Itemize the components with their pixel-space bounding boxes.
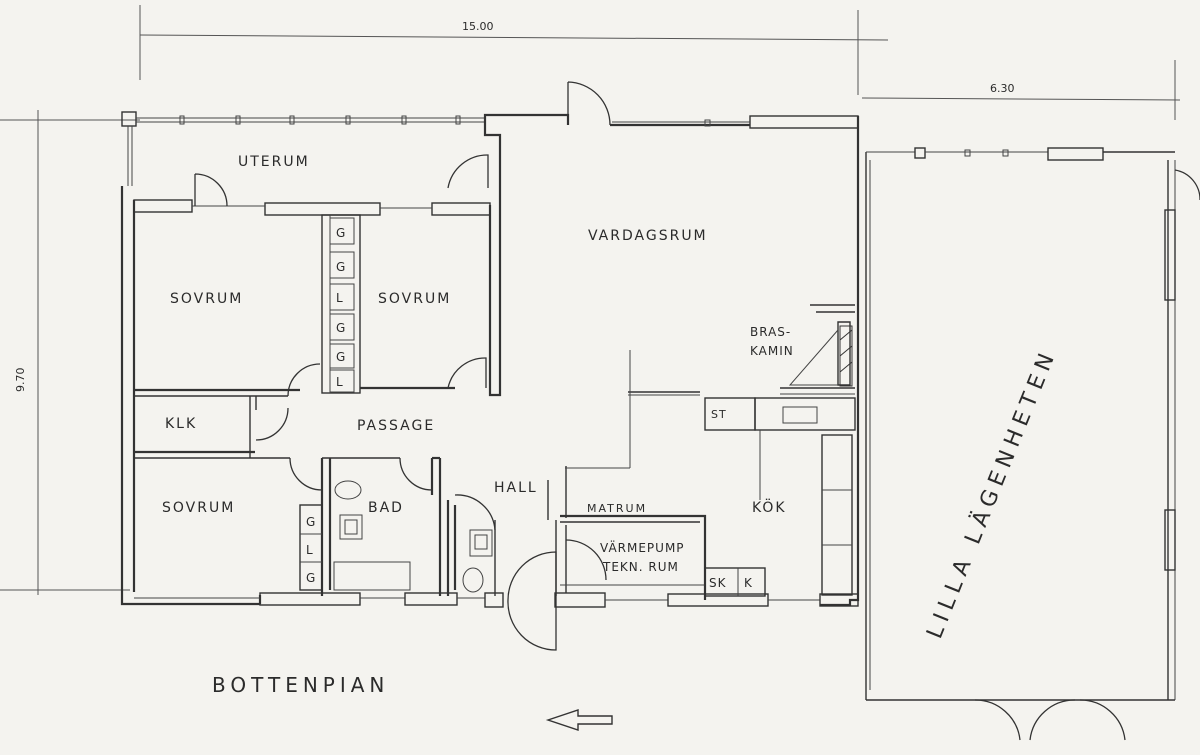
interior-walls bbox=[134, 214, 856, 600]
label-kamin: KAMIN bbox=[750, 344, 794, 358]
dimension-width-main: 15.00 bbox=[462, 20, 494, 33]
plan-title: BOTTENPIAN bbox=[212, 673, 389, 697]
label-k: K bbox=[744, 576, 754, 590]
label-hall: HALL bbox=[494, 480, 538, 496]
wardrobe-code: G bbox=[306, 515, 317, 529]
label-varmepump: VÄRMEPUMP bbox=[600, 540, 685, 555]
label-sk: SK bbox=[709, 576, 727, 590]
label-matrum: MATRUM bbox=[587, 502, 647, 515]
label-kok: KÖK bbox=[752, 498, 787, 516]
label-passage: PASSAGE bbox=[357, 418, 435, 434]
direction-arrow bbox=[545, 709, 613, 731]
label-uterum: UTERUM bbox=[238, 154, 310, 170]
wardrobe-code: L bbox=[336, 375, 345, 389]
wardrobe-code: G bbox=[336, 260, 347, 274]
label-sovrum-1: SOVRUM bbox=[170, 291, 243, 307]
wardrobe-code: G bbox=[336, 226, 347, 240]
label-tekn-rum: TEKN. RUM bbox=[602, 560, 679, 574]
label-bad: BAD bbox=[368, 500, 404, 516]
wardrobe-code: G bbox=[336, 350, 347, 364]
label-klk: KLK bbox=[165, 416, 197, 432]
label-sovrum-3: SOVRUM bbox=[162, 500, 235, 516]
dimension-lines bbox=[0, 5, 1181, 595]
label-vardagsrum: VARDAGSRUM bbox=[588, 228, 708, 244]
wardrobe-code: G bbox=[336, 321, 347, 335]
label-st: ST bbox=[711, 408, 727, 421]
wardrobe-code: L bbox=[306, 543, 315, 557]
annex-walls bbox=[865, 147, 1200, 741]
dimension-depth: 9.70 bbox=[14, 368, 27, 393]
dimension-width-annex: 6.30 bbox=[990, 82, 1015, 95]
exterior-walls bbox=[120, 113, 860, 608]
label-sovrum-2: SOVRUM bbox=[378, 291, 451, 307]
wardrobe-code: L bbox=[336, 291, 345, 305]
label-bras: BRAS- bbox=[750, 325, 791, 339]
wardrobe-code: G bbox=[306, 571, 317, 585]
doors bbox=[194, 81, 611, 651]
uterum-glass-wall bbox=[121, 111, 485, 186]
label-lilla-lagenheten: LILLA LÄGENHETEN bbox=[921, 344, 1062, 642]
